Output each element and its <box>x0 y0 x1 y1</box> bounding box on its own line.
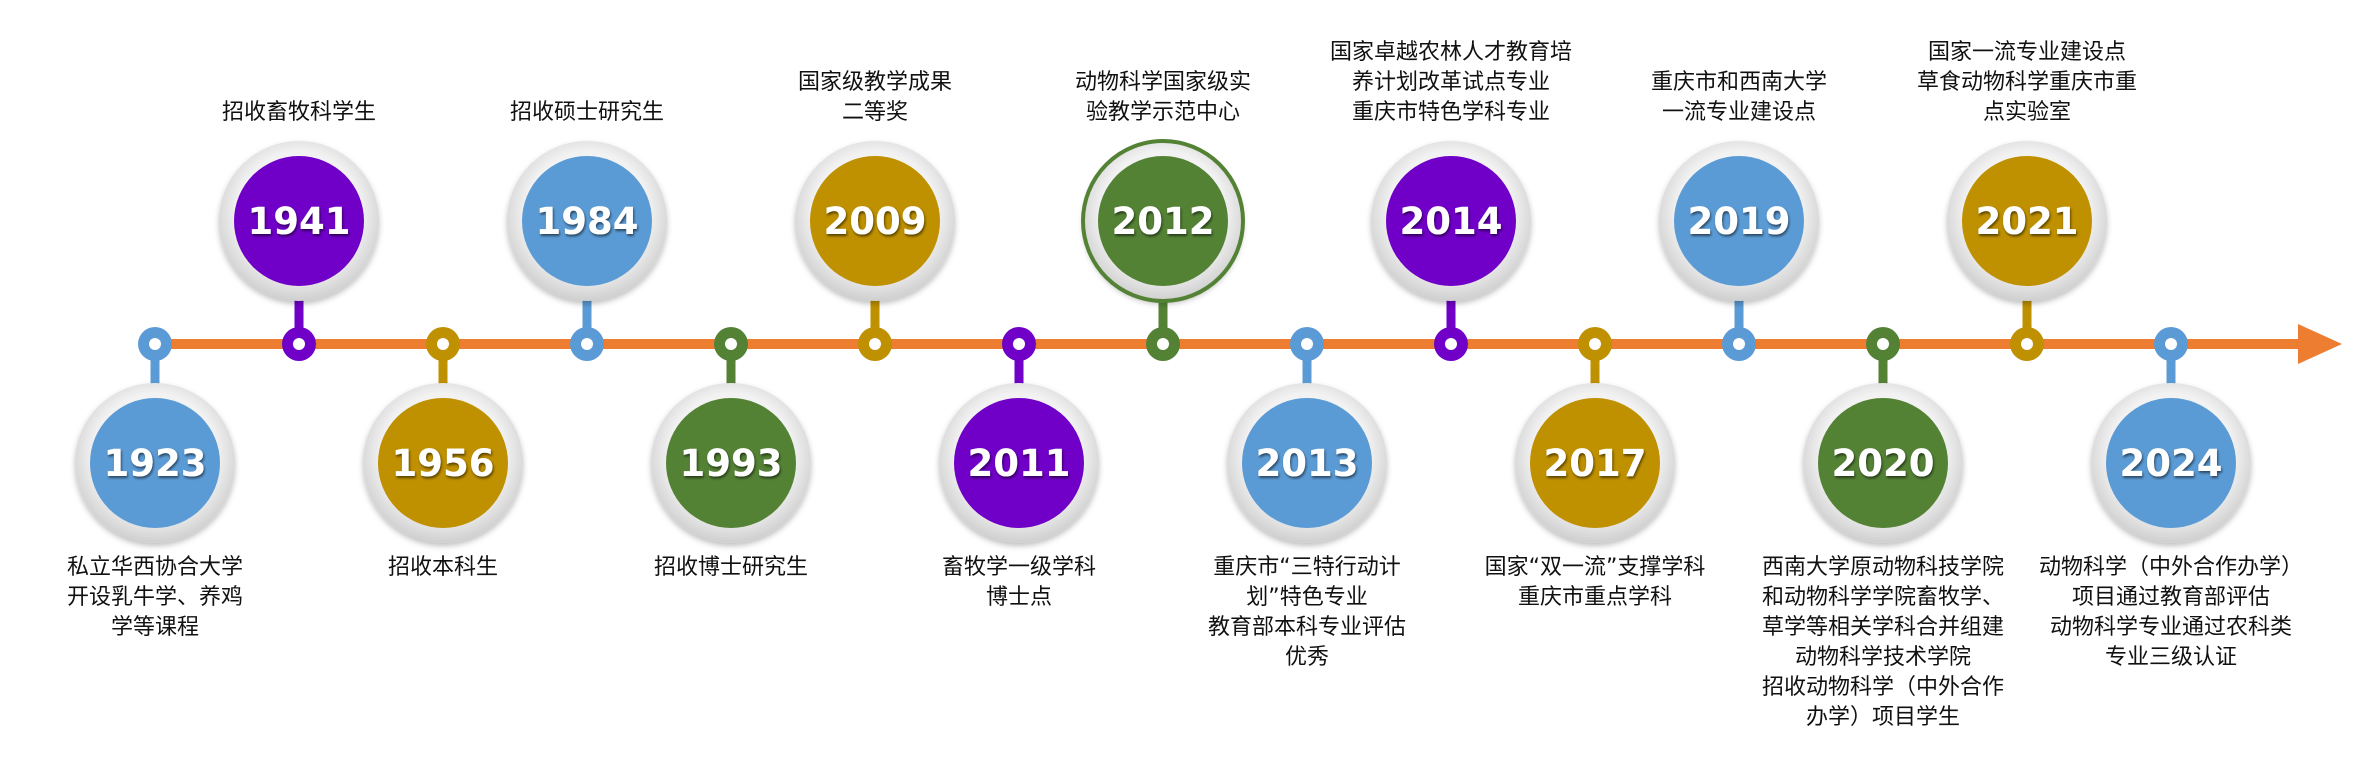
timeline-event: 1984 <box>507 141 667 361</box>
timeline-arrowhead <box>2298 324 2342 364</box>
event-description: 招收博士研究生 <box>653 555 808 580</box>
event-year-badge <box>1962 156 2092 286</box>
timeline-event: 2013 <box>1227 327 1387 543</box>
event-year-badge <box>1674 156 1804 286</box>
event-year: 1923 <box>104 442 207 485</box>
event-year: 1984 <box>536 200 639 243</box>
event-year: 2024 <box>2120 442 2223 485</box>
timeline-event: 2019 <box>1659 141 1819 361</box>
event-description: 国家级教学成果 二等奖 <box>797 70 952 125</box>
event-year: 2013 <box>1256 442 1359 485</box>
event-marker-center <box>2021 338 2033 350</box>
event-description: 招收本科生 <box>387 555 498 580</box>
event-year: 1993 <box>680 442 783 485</box>
event-year: 2014 <box>1400 200 1503 243</box>
event-marker-center <box>1877 338 1889 350</box>
event-description: 动物科学（中外合作办学） 项目通过教育部评估 动物科学专业通过农科类 专业三级认… <box>2038 555 2303 670</box>
event-marker-center <box>869 338 881 350</box>
event-year: 2021 <box>1976 200 2079 243</box>
event-year-badge <box>954 398 1084 528</box>
event-year: 2012 <box>1112 200 1215 243</box>
event-year: 2011 <box>968 442 1071 485</box>
event-description: 西南大学原动物科技学院 和动物科学学院畜牧学、 草学等相关学科合并组建 动物科学… <box>1761 555 2004 730</box>
event-year-badge <box>1242 398 1372 528</box>
event-year-badge <box>90 398 220 528</box>
event-marker-center <box>149 338 161 350</box>
event-year-badge <box>234 156 364 286</box>
event-year-badge <box>522 156 652 286</box>
timeline-event: 1923 <box>75 327 235 543</box>
event-marker-center <box>1589 338 1601 350</box>
event-year: 2009 <box>824 200 927 243</box>
event-year: 1956 <box>392 442 495 485</box>
timeline-event: 2011 <box>939 327 1099 543</box>
event-year: 2019 <box>1688 200 1791 243</box>
timeline-event: 1941 <box>219 141 379 361</box>
timeline-event: 1956 <box>363 327 523 543</box>
event-description: 招收畜牧科学生 <box>221 100 376 125</box>
event-marker-center <box>2165 338 2177 350</box>
timeline-event: 2021 <box>1947 141 2107 361</box>
event-description: 国家“双一流”支撑学科 重庆市重点学科 <box>1484 555 1706 610</box>
event-marker-center <box>1157 338 1169 350</box>
event-marker-center <box>437 338 449 350</box>
event-description: 私立华西协合大学 开设乳牛学、养鸡 学等课程 <box>66 555 243 640</box>
event-year-badge <box>1818 398 1948 528</box>
event-year: 2020 <box>1832 442 1935 485</box>
event-marker-center <box>1301 338 1313 350</box>
timeline-event: 2012 <box>1081 139 1245 361</box>
timeline-event: 2020 <box>1803 327 1963 543</box>
event-marker-center <box>725 338 737 350</box>
event-marker-center <box>1445 338 1457 350</box>
event-description: 重庆市和西南大学 一流专业建设点 <box>1650 70 1827 125</box>
timeline-event: 2014 <box>1371 141 1531 361</box>
event-description: 动物科学国家级实 验教学示范中心 <box>1074 70 1251 125</box>
event-marker-center <box>581 338 593 350</box>
event-description: 招收硕士研究生 <box>509 100 664 125</box>
event-marker-center <box>293 338 305 350</box>
event-description: 国家卓越农林人才教育培 养计划改革试点专业 重庆市特色学科专业 <box>1329 40 1572 125</box>
event-description: 重庆市“三特行动计 划”特色专业 教育部本科专业评估 优秀 <box>1207 555 1406 670</box>
event-ring-highlight <box>1081 139 1245 303</box>
event-year-badge <box>1530 398 1660 528</box>
timeline-event: 1993 <box>651 327 811 543</box>
event-year-badge <box>378 398 508 528</box>
timeline-event: 2017 <box>1515 327 1675 543</box>
event-year-badge <box>1386 156 1516 286</box>
event-year-badge <box>2106 398 2236 528</box>
event-description: 国家一流专业建设点 草食动物科学重庆市重 点实验室 <box>1916 40 2137 125</box>
event-year: 1941 <box>248 200 351 243</box>
event-year: 2017 <box>1544 442 1647 485</box>
event-marker-center <box>1733 338 1745 350</box>
event-year-badge <box>1098 156 1228 286</box>
timeline-event: 2009 <box>795 141 955 361</box>
event-year-badge <box>666 398 796 528</box>
event-description: 畜牧学一级学科 博士点 <box>941 555 1096 610</box>
event-marker-center <box>1013 338 1025 350</box>
timeline-event: 2024 <box>2091 327 2251 543</box>
event-year-badge <box>810 156 940 286</box>
